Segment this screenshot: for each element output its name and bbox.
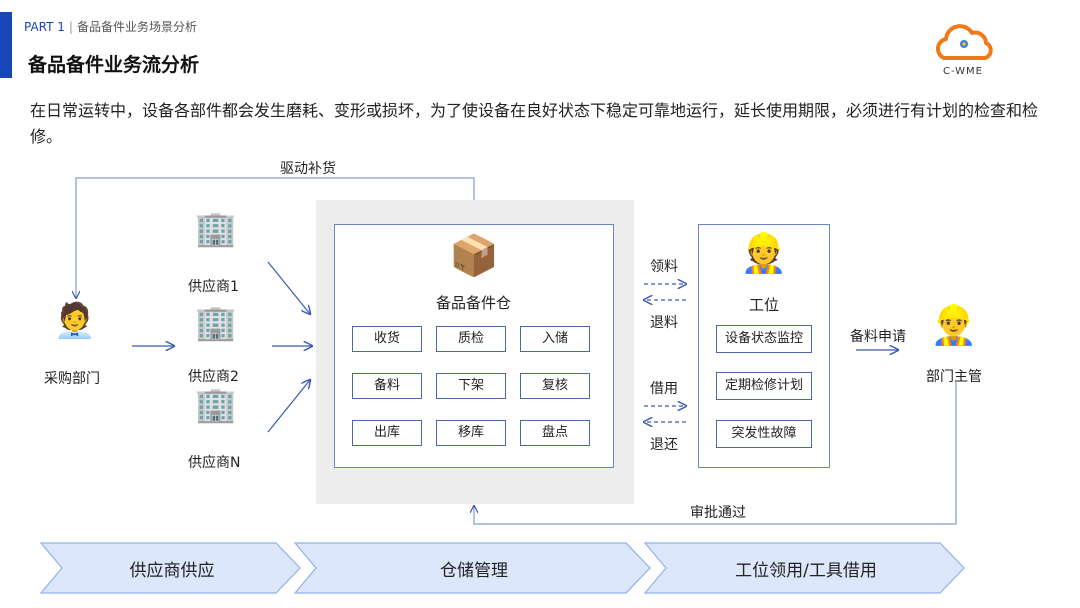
return-material-label: 退料 — [650, 315, 678, 331]
part-label: PART 1|备品备件业务场景分析 — [24, 18, 197, 35]
logo-text: C-WME — [943, 66, 983, 77]
op-outbound: 出库 — [352, 420, 422, 446]
phase-chevron-workstation — [644, 542, 965, 594]
supplier1-to-warehouse-arrow — [267, 261, 310, 314]
building-icon: 🏢 — [194, 209, 238, 249]
phase-label-supply: 供应商供应 — [129, 561, 215, 581]
warehouse-title: 备品备件仓 — [436, 294, 512, 312]
part-separator: | — [68, 20, 73, 34]
request-label: 备料申请 — [850, 329, 906, 345]
op-prepare: 备料 — [352, 373, 422, 399]
approve-label: 审批通过 — [690, 505, 746, 521]
manager-icon: 👷‍♂️ — [930, 303, 978, 347]
worker-icon: 👷 — [740, 231, 788, 275]
cloud-logo: C-WME — [935, 24, 993, 77]
phase-chevron-supply — [40, 542, 301, 594]
purchase-dept-label: 采购部门 — [44, 371, 100, 387]
supplier-label: 供应商N — [188, 455, 241, 471]
supplier-label: 供应商2 — [188, 369, 239, 385]
supplierN-to-warehouse-arrow — [267, 380, 310, 433]
op-inspect: 质检 — [436, 326, 506, 352]
building-icon: 🏢 — [194, 303, 238, 343]
phase-label-storage: 仓储管理 — [440, 561, 508, 581]
package-icon: 📦 — [449, 233, 499, 279]
phase-chevron-storage — [294, 542, 651, 594]
op-stocktake: 盘点 — [520, 420, 590, 446]
intro-paragraph: 在日常运转中，设备各部件都会发生磨耗、变形或损坏，为了使设备在良好状态下稳定可靠… — [30, 101, 1039, 146]
workstation-title: 工位 — [749, 296, 780, 314]
building-icon: 🏢 — [194, 385, 238, 425]
manager-label: 部门主管 — [926, 369, 982, 385]
replenish-line — [76, 177, 475, 298]
phase-label-workstation: 工位领用/工具借用 — [735, 561, 877, 581]
page-title: 备品备件业务流分析 — [28, 54, 200, 76]
op-receive: 收货 — [352, 326, 422, 352]
supplier-label: 供应商1 — [188, 279, 239, 295]
op-recheck: 复核 — [520, 373, 590, 399]
header-accent-bar — [0, 12, 12, 78]
op-unshelve: 下架 — [436, 373, 506, 399]
give-back-label: 退还 — [650, 437, 678, 453]
approval-line — [474, 382, 957, 525]
borrow-label: 借用 — [650, 381, 678, 397]
replenish-label: 驱动补货 — [280, 161, 336, 177]
purchaser-icon: 🧑‍💼 — [53, 301, 97, 341]
part-number: PART 1 — [24, 20, 65, 34]
ws-item-fault: 突发性故障 — [716, 420, 812, 448]
part-subtitle: 备品备件业务场景分析 — [76, 20, 197, 34]
op-transfer: 移库 — [436, 420, 506, 446]
ws-item-plan: 定期检修计划 — [716, 372, 812, 400]
op-store: 入储 — [520, 326, 590, 352]
ws-item-monitor: 设备状态监控 — [716, 325, 812, 353]
pick-label: 领料 — [650, 259, 678, 275]
